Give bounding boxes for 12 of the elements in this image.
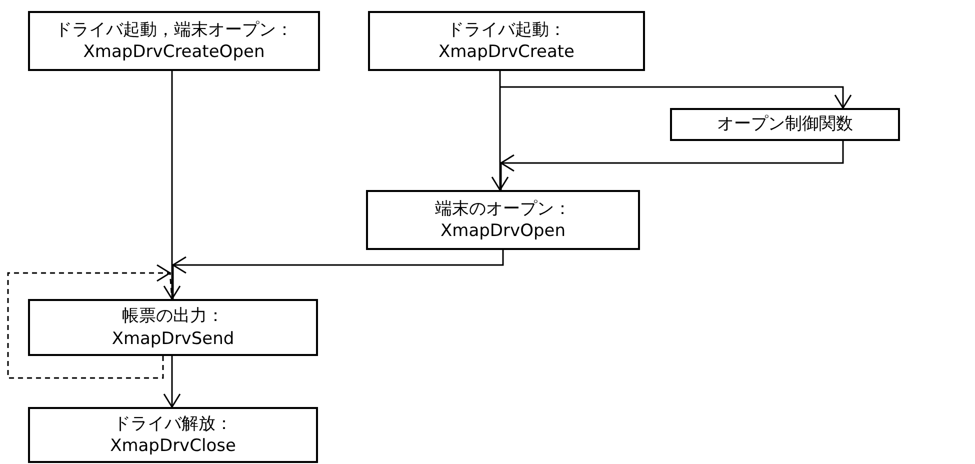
box-label: オープン制御関数 — [717, 113, 853, 136]
process-box — [368, 11, 645, 71]
process-box — [670, 108, 900, 141]
process-box — [28, 11, 320, 71]
box-label: ドライバ起動，端末オープン：XmapDrvCreateOpen — [54, 18, 294, 64]
process-box — [28, 299, 318, 356]
box-label: 帳票の出力：XmapDrvSend — [110, 305, 236, 350]
box-label: 端末のオープン：XmapDrvOpen — [434, 198, 572, 242]
process-box — [366, 190, 640, 250]
box-label: ドライバ解放：XmapDrvClose — [109, 412, 237, 458]
box-label: ドライバ起動：XmapDrvCreate — [437, 18, 576, 64]
process-box — [28, 407, 318, 463]
